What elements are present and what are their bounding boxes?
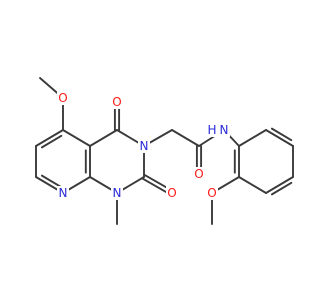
- atom-label-o-methoxy-right-background: [206, 186, 218, 200]
- atom-label-n3-ring: N: [140, 139, 149, 153]
- atom-label-n8-pyridine: N: [59, 186, 68, 200]
- bond-ar2-ar3: [238, 176, 267, 194]
- bond-c5-c6: [35, 129, 64, 147]
- bond-ch2-carbonyl: [171, 129, 200, 147]
- bond-lines: [35, 77, 294, 225]
- atom-label-o-amide-background: [193, 167, 205, 181]
- bond-c4a-c4: [89, 129, 118, 147]
- atom-label-n3-ring-background: [138, 139, 150, 153]
- bond-c5-c6-second-line: [40, 134, 63, 149]
- atom-label-o-methoxy-left: O: [58, 91, 67, 105]
- bond-ar6-ar1: [238, 129, 267, 147]
- atom-label-n-amide-background: [218, 123, 230, 137]
- bond-c5-c4a: [62, 129, 91, 147]
- atom-label-o-amide: O: [194, 167, 203, 181]
- atom-label-o-methoxy-right: O: [207, 186, 216, 200]
- atom-label-o-carbonyl-c4: O: [112, 95, 121, 109]
- bond-ar3-ar4: [265, 176, 294, 194]
- atom-label-n-amide: N: [220, 123, 229, 137]
- atom-label-n8-pyridine-background: [57, 186, 69, 200]
- bond-ar5-ar6: [265, 129, 294, 147]
- atom-label-n1-ring-background: [111, 186, 123, 200]
- atom-label-h-amide-background: [206, 123, 218, 137]
- atom-label-o-carbonyl-c4-background: [111, 95, 123, 109]
- atom-label-n1-ring: N: [113, 186, 122, 200]
- atom-label-h-amide: H: [207, 123, 216, 137]
- atom-label-o-carbonyl-c2: O: [167, 186, 176, 200]
- bond-c7-n8-second-line: [40, 174, 63, 189]
- bond-ar3-ar4-second-line: [270, 181, 293, 196]
- atom-label-o-methoxy-left-background: [57, 91, 69, 105]
- atom-label-o-carbonyl-c2-background: [166, 186, 178, 200]
- bond-ar5-ar6-second-line: [270, 127, 293, 142]
